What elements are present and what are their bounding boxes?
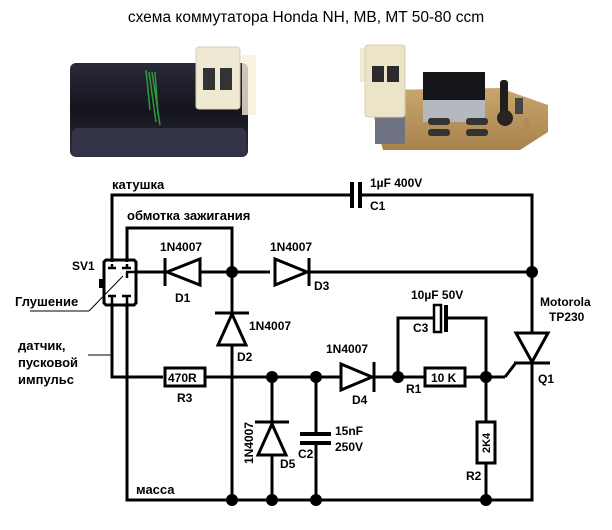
d1-ref: D1 xyxy=(175,291,191,305)
r3-value: 470R xyxy=(168,371,197,385)
c1-value: 1µF 400V xyxy=(370,176,422,190)
r3-ref: R3 xyxy=(177,391,193,405)
r1-ref: R1 xyxy=(406,382,422,396)
c2-value-line1: 15nF xyxy=(335,424,363,438)
junction-dot xyxy=(226,266,238,278)
ground-label: масса xyxy=(136,482,175,497)
q1-maker: Motorola xyxy=(540,295,591,309)
diode-d3 xyxy=(273,256,311,288)
d2-value: 1N4007 xyxy=(249,319,291,333)
diode-d5 xyxy=(255,420,289,457)
junction-dot xyxy=(392,371,404,383)
coil-label: катушка xyxy=(112,177,165,192)
ignition-winding-label: обмотка зажигания xyxy=(127,208,250,223)
c1-ref: C1 xyxy=(370,199,386,213)
diagram-title: схема коммутатора Honda NH, MB, MT 50-80… xyxy=(127,9,485,26)
d2-ref: D2 xyxy=(237,350,253,364)
d5-ref: D5 xyxy=(280,457,296,471)
resistor-r3 xyxy=(163,366,207,388)
c3-ref: C3 xyxy=(413,321,429,335)
housed-module-photo xyxy=(70,46,256,157)
r2-value: 2K4 xyxy=(481,432,493,453)
r1-value: 10 K xyxy=(431,371,457,385)
junction-dot xyxy=(310,371,322,383)
junction-dot xyxy=(226,494,238,506)
junction-dot xyxy=(310,494,322,506)
q1-part: TP230 xyxy=(549,310,585,324)
d3-ref: D3 xyxy=(314,279,330,293)
capacitor-c3 xyxy=(432,303,448,334)
c2-value-line2: 250V xyxy=(335,440,363,454)
capacitor-c1 xyxy=(350,182,362,208)
sensor-label-1: датчик, xyxy=(18,338,66,353)
junction-dot xyxy=(266,494,278,506)
connector-sv1 xyxy=(30,258,138,312)
capacitor-c2 xyxy=(300,432,331,445)
junction-dot xyxy=(266,371,278,383)
junction-dot xyxy=(480,494,492,506)
d4-value: 1N4007 xyxy=(326,342,368,356)
junction-dot xyxy=(526,266,538,278)
sensor-label-3: импульс xyxy=(18,372,74,387)
c2-ref: C2 xyxy=(298,447,314,461)
d1-value: 1N4007 xyxy=(160,240,202,254)
opened-board-photo xyxy=(360,44,548,150)
diode-d4 xyxy=(339,361,376,393)
junctions xyxy=(226,266,538,506)
sv1-ref: SV1 xyxy=(72,259,95,273)
r2-ref: R2 xyxy=(466,469,482,483)
junction-dot xyxy=(480,371,492,383)
diode-d1 xyxy=(162,256,202,288)
resistor-r2 xyxy=(475,420,497,465)
resistor-r1 xyxy=(423,366,467,388)
d5-value: 1N4007 xyxy=(242,422,256,464)
thyristor-q1 xyxy=(513,300,551,380)
d3-value: 1N4007 xyxy=(270,240,312,254)
d4-ref: D4 xyxy=(352,393,368,407)
c3-value: 10µF 50V xyxy=(411,288,463,302)
diode-d2 xyxy=(215,310,249,347)
q1-ref: Q1 xyxy=(538,372,554,386)
kill-label: Глушение xyxy=(15,294,78,309)
sensor-label-2: пусковой xyxy=(18,355,78,370)
